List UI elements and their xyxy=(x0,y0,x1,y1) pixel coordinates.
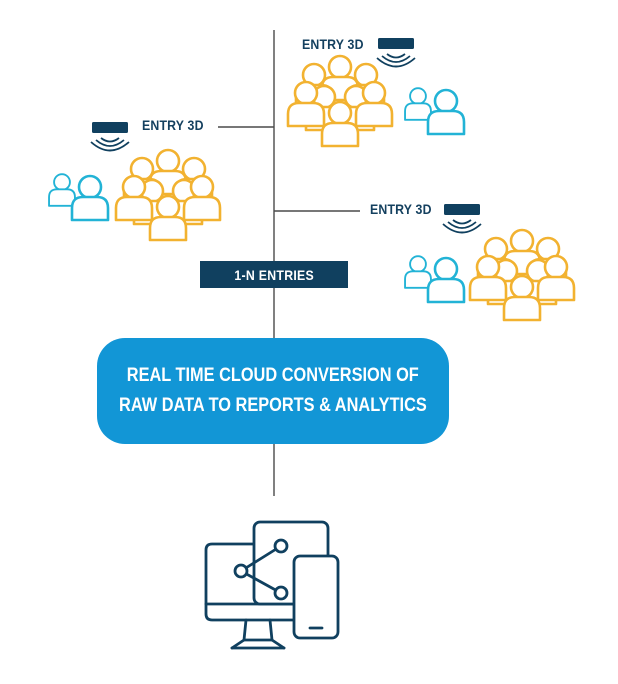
orange-crowd-icon xyxy=(288,56,392,146)
3d-sensor-icon xyxy=(90,121,130,152)
cloud-conversion-line-1: REAL TIME CLOUD CONVERSION OF xyxy=(126,365,420,386)
entries-count-label: 1-N ENTRIES xyxy=(234,266,314,283)
entry-label-top: ENTRY 3D xyxy=(302,36,364,52)
cyan-people-icon xyxy=(405,256,464,302)
entry-label-left: ENTRY 3D xyxy=(142,117,204,133)
3d-sensor-icon xyxy=(376,37,416,68)
entries-count-badge: 1-N ENTRIES xyxy=(200,261,348,288)
cyan-people-icon xyxy=(405,88,464,134)
entry-label-right: ENTRY 3D xyxy=(370,201,432,217)
devices-share-icon xyxy=(204,520,340,650)
3d-sensor-icon xyxy=(442,203,482,234)
cloud-conversion-line-2: RAW DATA TO REPORTS & ANALYTICS xyxy=(119,395,427,416)
orange-crowd-icon xyxy=(116,150,220,240)
cloud-conversion-box: REAL TIME CLOUD CONVERSION OF RAW DATA T… xyxy=(97,338,449,444)
orange-crowd-icon xyxy=(470,230,574,320)
cyan-people-icon xyxy=(49,174,108,220)
